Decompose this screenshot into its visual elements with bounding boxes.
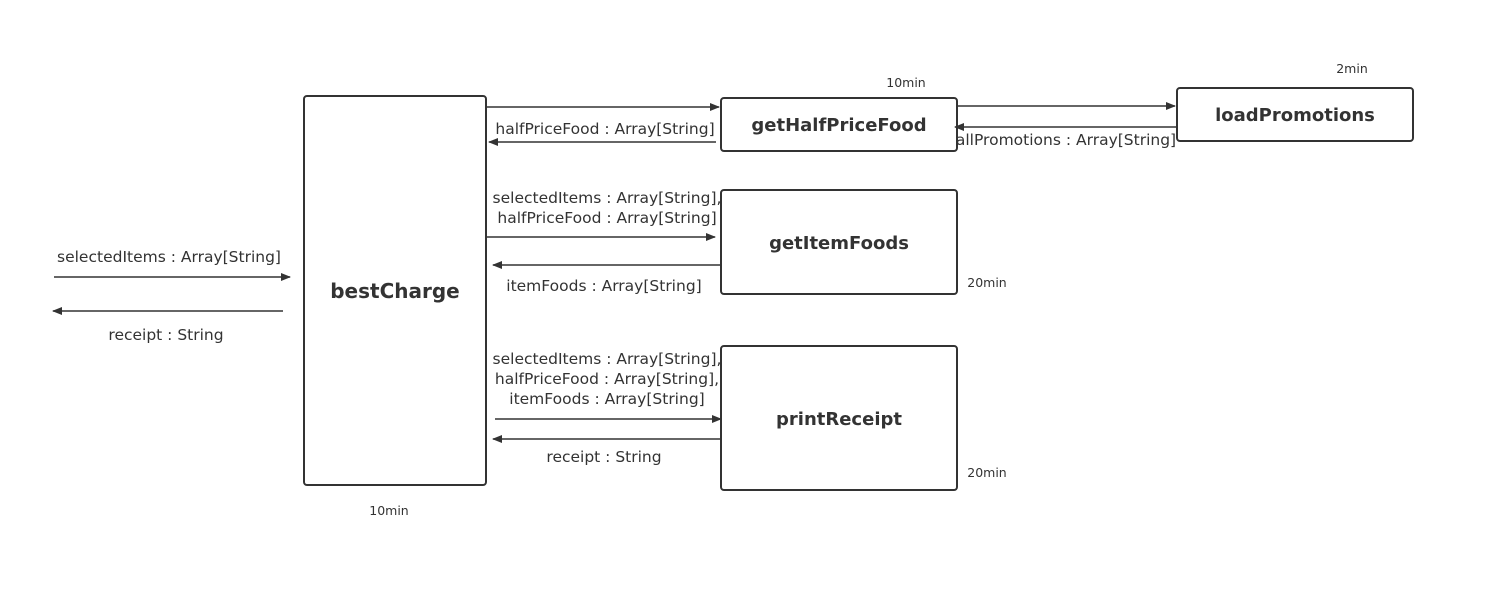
- time-print-receipt: 20min: [967, 465, 1006, 480]
- time-get-item-foods: 20min: [967, 275, 1006, 290]
- edge-input-label: selectedItems : Array[String]: [57, 248, 281, 266]
- node-get-item-foods: getItemFoods: [720, 189, 958, 295]
- edge-print-receipt-return: receipt : String: [492, 435, 720, 466]
- node-print-receipt: printReceipt: [720, 345, 958, 491]
- edge-print-receipt-call-label-line2: halfPriceFood : Array[String],: [495, 370, 719, 388]
- node-get-half-price-food: getHalfPriceFood: [720, 97, 958, 152]
- edge-print-receipt-call: selectedItems : Array[String], halfPrice…: [493, 350, 722, 423]
- node-get-half-price-food-label: getHalfPriceFood: [751, 115, 926, 136]
- edge-half-price-return: halfPriceFood : Array[String]: [488, 120, 716, 146]
- time-get-half-price-food: 10min: [886, 75, 925, 90]
- edge-print-receipt-call-label-line1: selectedItems : Array[String],: [493, 350, 722, 368]
- edge-output-label: receipt : String: [108, 326, 223, 344]
- node-load-promotions-label: loadPromotions: [1215, 105, 1375, 126]
- edge-item-foods-return-label: itemFoods : Array[String]: [506, 277, 701, 295]
- edge-promotions-return-label: allPromotions : Array[String]: [956, 131, 1176, 149]
- time-best-charge: 10min: [369, 503, 408, 518]
- edge-item-foods-call: selectedItems : Array[String], halfPrice…: [487, 189, 722, 241]
- edge-item-foods-call-label-line1: selectedItems : Array[String],: [493, 189, 722, 207]
- edge-input: selectedItems : Array[String]: [54, 248, 291, 281]
- edge-print-receipt-return-label: receipt : String: [546, 448, 661, 466]
- time-load-promotions: 2min: [1336, 61, 1368, 76]
- node-best-charge: bestCharge: [303, 95, 487, 486]
- edge-print-receipt-call-label-line3: itemFoods : Array[String]: [509, 390, 704, 408]
- edge-item-foods-call-label-line2: halfPriceFood : Array[String]: [497, 209, 716, 227]
- edge-output: receipt : String: [52, 307, 283, 344]
- edge-item-foods-return: itemFoods : Array[String]: [492, 261, 720, 295]
- node-print-receipt-label: printReceipt: [776, 409, 902, 430]
- node-get-item-foods-label: getItemFoods: [769, 233, 909, 254]
- node-load-promotions: loadPromotions: [1176, 87, 1414, 142]
- node-best-charge-label: bestCharge: [330, 279, 460, 303]
- edge-half-price-return-label: halfPriceFood : Array[String]: [495, 120, 714, 138]
- edge-promotions-return: allPromotions : Array[String]: [954, 123, 1176, 149]
